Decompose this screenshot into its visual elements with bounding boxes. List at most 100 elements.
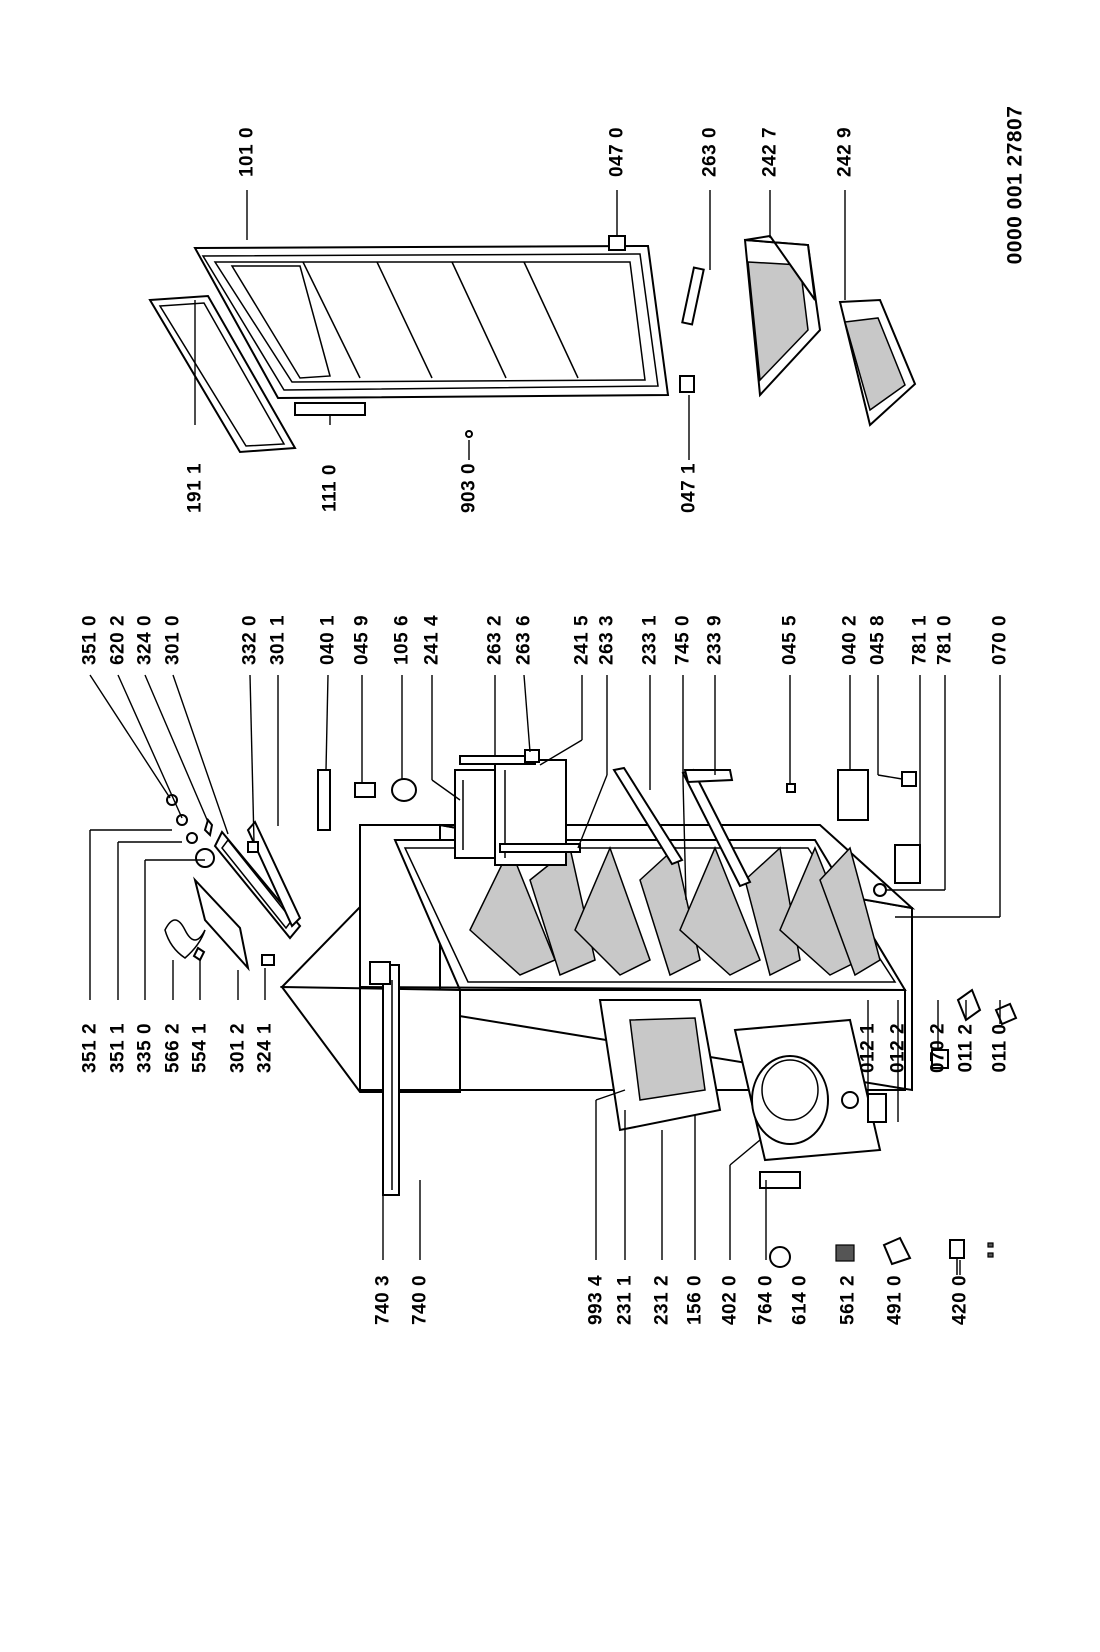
pin-0459 [354, 782, 376, 798]
knob-3511 [176, 814, 188, 826]
label-045-5: 045 5 [779, 614, 801, 666]
label-263-6: 263 6 [513, 614, 535, 666]
trim-3011 [246, 820, 302, 928]
label-231-1: 231 1 [614, 1274, 636, 1326]
label-231-2: 231 2 [651, 1274, 673, 1326]
label-101-0: 101 0 [236, 126, 258, 178]
label-047-0: 047 0 [606, 126, 628, 178]
knob-3510 [186, 832, 198, 844]
part-5612 [835, 1244, 855, 1262]
label-011-0: 011 0 [989, 1023, 1011, 1073]
label-324-0: 324 0 [134, 614, 156, 666]
label-301-0: 301 0 [162, 614, 184, 666]
label-263-0: 263 0 [699, 126, 721, 178]
cover-4910 [882, 1236, 912, 1266]
condenser-740 [382, 964, 400, 1196]
label-764-0: 764 0 [755, 1274, 777, 1326]
grommet-0122 [867, 1093, 887, 1123]
label-047-1: 047 1 [678, 462, 700, 514]
screw-903 [465, 430, 473, 438]
control-panel-3012 [193, 876, 250, 972]
label-070-0: 070 0 [989, 614, 1011, 666]
label-740-0: 740 0 [409, 1274, 431, 1326]
label-301-2: 301 2 [227, 1022, 249, 1074]
label-241-5: 241 5 [571, 614, 593, 666]
bracket-0401 [317, 769, 331, 831]
drier [759, 1171, 801, 1189]
cabinet [279, 823, 916, 1196]
cap-3320 [247, 841, 259, 853]
grommet-0121 [841, 1091, 859, 1109]
relay-6140 [769, 1246, 791, 1268]
cover-0702 [931, 1049, 949, 1069]
label-351-1: 351 1 [107, 1022, 129, 1074]
lamp-cover-7811 [894, 844, 921, 884]
shelf-parts [317, 749, 921, 897]
label-012-2: 012 2 [887, 1022, 909, 1074]
clip-2636 [524, 749, 540, 763]
thermostat-coil [164, 919, 206, 959]
divider-2331 [612, 766, 684, 866]
label-156-0: 156 0 [684, 1274, 706, 1326]
label-045-9: 045 9 [351, 614, 373, 666]
label-993-4: 993 4 [585, 1274, 607, 1326]
door-assembly [148, 234, 917, 454]
label-111-0: 111 0 [319, 464, 341, 512]
label-554-1: 554 1 [189, 1022, 211, 1074]
rail-2632 [459, 755, 536, 765]
label-420-0: 420 0 [949, 1274, 971, 1326]
label-040-1: 040 1 [317, 614, 339, 666]
control-panel-3010 [213, 830, 302, 940]
compressor [751, 1055, 829, 1145]
lamp-7810 [873, 883, 887, 897]
label-620-2: 620 2 [107, 614, 129, 666]
foot-0110 [994, 1002, 1018, 1026]
leader-lines [89, 190, 1001, 1275]
screw-0458 [901, 771, 917, 787]
lamp-5541 [192, 946, 206, 962]
label-903-0: 903 0 [458, 462, 480, 514]
hinge-plate [294, 402, 366, 416]
label-335-0: 335 0 [134, 1022, 156, 1074]
label-241-4: 241 4 [421, 614, 443, 666]
label-614-0: 614 0 [789, 1274, 811, 1326]
knob-3350 [195, 848, 215, 868]
label-012-1: 012 1 [857, 1022, 879, 1074]
label-324-1: 324 1 [254, 1022, 276, 1074]
document-number: 0000 001 27807 [1003, 105, 1027, 265]
label-351-0: 351 0 [79, 614, 101, 666]
label-233-9: 233 9 [704, 614, 726, 666]
label-566-2: 566 2 [162, 1022, 184, 1074]
label-332-0: 332 0 [239, 614, 261, 666]
label-781-1: 781 1 [909, 614, 931, 666]
condenser-cap-7403 [369, 961, 391, 985]
label-781-0: 781 0 [934, 614, 956, 666]
shelf-front-2415 [494, 759, 567, 866]
cap-3241 [261, 954, 275, 966]
divider-top-7450 [683, 769, 734, 784]
clip-6202 [203, 817, 214, 838]
label-011-2: 011 2 [955, 1023, 977, 1073]
foot-1056 [391, 778, 417, 802]
label-263-2: 263 2 [484, 614, 506, 666]
hinge-0402 [837, 769, 869, 821]
label-351-2: 351 2 [79, 1022, 101, 1074]
label-745-0: 745 0 [672, 614, 694, 666]
label-561-2: 561 2 [837, 1274, 859, 1326]
control-parts [164, 794, 302, 972]
label-301-1: 301 1 [267, 614, 289, 666]
door-gasket [148, 294, 297, 454]
label-402-0: 402 0 [719, 1274, 741, 1326]
label-491-0: 491 0 [884, 1274, 906, 1326]
label-242-9: 242 9 [834, 126, 856, 178]
screw-0455 [786, 783, 796, 793]
bottom-parts [769, 988, 1018, 1275]
label-070-2: 070 2 [927, 1022, 949, 1074]
label-233-1: 233 1 [639, 614, 661, 666]
label-740-3: 740 3 [372, 1274, 394, 1326]
cable-4200 [949, 1239, 965, 1259]
basket-rail [681, 266, 705, 326]
label-040-2: 040 2 [839, 614, 861, 666]
